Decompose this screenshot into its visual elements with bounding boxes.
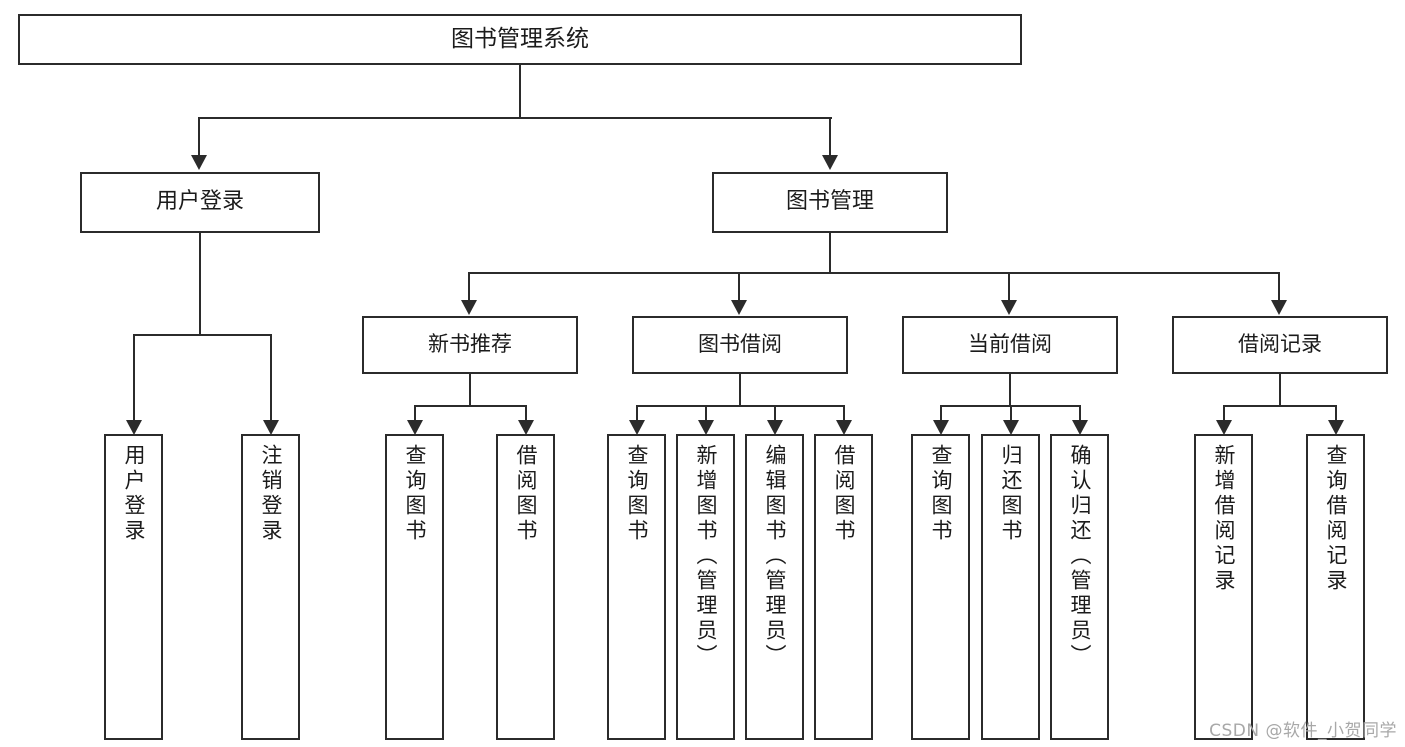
arrowhead-cb-query xyxy=(933,420,949,435)
connector-drop-new-book xyxy=(468,272,470,302)
node-label: 新增图书（管理员） xyxy=(694,444,718,669)
leaf-user-login[interactable]: 用户登录 xyxy=(104,434,163,740)
connector-drop-book-borrow xyxy=(738,272,740,302)
connector-drop-cb-confirm xyxy=(1079,405,1081,422)
node-label: 查询图书 xyxy=(403,444,427,544)
connector-borrow-record-bus xyxy=(1223,405,1337,407)
connector-drop-book-manage xyxy=(829,117,831,157)
node-book-borrow[interactable]: 图书借阅 xyxy=(632,316,848,374)
leaf-bb-borrow-book[interactable]: 借阅图书 xyxy=(814,434,873,740)
node-label: 注销登录 xyxy=(259,444,283,544)
leaf-cb-return-book[interactable]: 归还图书 xyxy=(981,434,1040,740)
leaf-bb-query-book[interactable]: 查询图书 xyxy=(607,434,666,740)
leaf-cb-confirm-return[interactable]: 确认归还（管理员） xyxy=(1050,434,1109,740)
connector-level2-bus xyxy=(468,272,1280,274)
connector-current-borrow-stem xyxy=(1009,374,1011,406)
arrowhead-borrow-record xyxy=(1271,300,1287,315)
connector-book-borrow-stem xyxy=(739,374,741,406)
leaf-br-add-record[interactable]: 新增借阅记录 xyxy=(1194,434,1253,740)
arrowhead-br-query xyxy=(1328,420,1344,435)
connector-drop-user-login xyxy=(198,117,200,157)
connector-drop-bb-borrow xyxy=(843,405,845,422)
arrowhead-cb-return xyxy=(1003,420,1019,435)
node-label: 查询图书 xyxy=(625,444,649,544)
connector-drop-bb-add xyxy=(705,405,707,422)
arrowhead-user-login xyxy=(191,155,207,170)
connector-drop-leaf-user-login xyxy=(133,334,135,422)
node-book-management[interactable]: 图书管理 xyxy=(712,172,948,233)
node-label: 借阅图书 xyxy=(832,444,856,544)
leaf-nb-borrow-book[interactable]: 借阅图书 xyxy=(496,434,555,740)
node-borrow-record[interactable]: 借阅记录 xyxy=(1172,316,1388,374)
connector-drop-br-add xyxy=(1223,405,1225,422)
leaf-nb-query-book[interactable]: 查询图书 xyxy=(385,434,444,740)
connector-drop-bb-edit xyxy=(774,405,776,422)
node-label: 归还图书 xyxy=(999,444,1023,544)
arrowhead-nb-query xyxy=(407,420,423,435)
node-user-login[interactable]: 用户登录 xyxy=(80,172,320,233)
arrowhead-book-manage xyxy=(822,155,838,170)
leaf-bb-edit-book[interactable]: 编辑图书（管理员） xyxy=(745,434,804,740)
arrowhead-nb-borrow xyxy=(518,420,534,435)
arrowhead-current-borrow xyxy=(1001,300,1017,315)
arrowhead-bb-edit xyxy=(767,420,783,435)
arrowhead-br-add xyxy=(1216,420,1232,435)
node-current-borrow[interactable]: 当前借阅 xyxy=(902,316,1118,374)
node-label: 图书管理系统 xyxy=(451,25,589,52)
connector-book-borrow-bus xyxy=(636,405,844,407)
arrowhead-bb-query xyxy=(629,420,645,435)
leaf-cb-query-book[interactable]: 查询图书 xyxy=(911,434,970,740)
connector-root-stem xyxy=(519,65,521,118)
node-root-system[interactable]: 图书管理系统 xyxy=(18,14,1022,65)
node-label: 图书管理 xyxy=(785,189,874,215)
connector-drop-cb-query xyxy=(940,405,942,422)
node-label: 借阅记录 xyxy=(1238,332,1322,357)
node-new-book-recommend[interactable]: 新书推荐 xyxy=(362,316,578,374)
arrowhead-leaf-logout xyxy=(263,420,279,435)
connector-new-book-bus xyxy=(414,405,527,407)
connector-drop-cb-return xyxy=(1010,405,1012,422)
connector-drop-borrow-record xyxy=(1278,272,1280,302)
leaf-bb-add-book[interactable]: 新增图书（管理员） xyxy=(676,434,735,740)
node-label: 用户登录 xyxy=(122,444,146,544)
arrowhead-bb-borrow xyxy=(836,420,852,435)
connector-drop-leaf-logout xyxy=(270,334,272,422)
node-label: 查询借阅记录 xyxy=(1324,444,1348,594)
leaf-br-query-record[interactable]: 查询借阅记录 xyxy=(1306,434,1365,740)
connector-drop-current-borrow xyxy=(1008,272,1010,302)
connector-drop-nb-borrow xyxy=(525,405,527,422)
connector-user-login-bus xyxy=(133,334,272,336)
node-label: 查询图书 xyxy=(929,444,953,544)
node-label: 用户登录 xyxy=(155,189,244,215)
connector-drop-br-query xyxy=(1335,405,1337,422)
leaf-logout[interactable]: 注销登录 xyxy=(241,434,300,740)
arrowhead-new-book xyxy=(461,300,477,315)
connector-drop-nb-query xyxy=(414,405,416,422)
connector-new-book-stem xyxy=(469,374,471,406)
node-label: 新增借阅记录 xyxy=(1212,444,1236,594)
node-label: 编辑图书（管理员） xyxy=(763,444,787,669)
arrowhead-cb-confirm xyxy=(1072,420,1088,435)
node-label: 借阅图书 xyxy=(514,444,538,544)
connector-drop-bb-query xyxy=(636,405,638,422)
connector-user-login-stem xyxy=(199,233,201,335)
connector-level1-bus xyxy=(198,117,832,119)
arrowhead-leaf-user-login xyxy=(126,420,142,435)
watermark-text: CSDN @软件_小贺同学 xyxy=(1209,721,1397,741)
node-label: 当前借阅 xyxy=(968,332,1052,357)
arrowhead-bb-add xyxy=(698,420,714,435)
node-label: 新书推荐 xyxy=(428,332,512,357)
node-label: 图书借阅 xyxy=(698,332,782,357)
node-label: 确认归还（管理员） xyxy=(1068,444,1092,669)
connector-book-manage-stem xyxy=(829,233,831,273)
connector-borrow-record-stem xyxy=(1279,374,1281,406)
arrowhead-book-borrow xyxy=(731,300,747,315)
